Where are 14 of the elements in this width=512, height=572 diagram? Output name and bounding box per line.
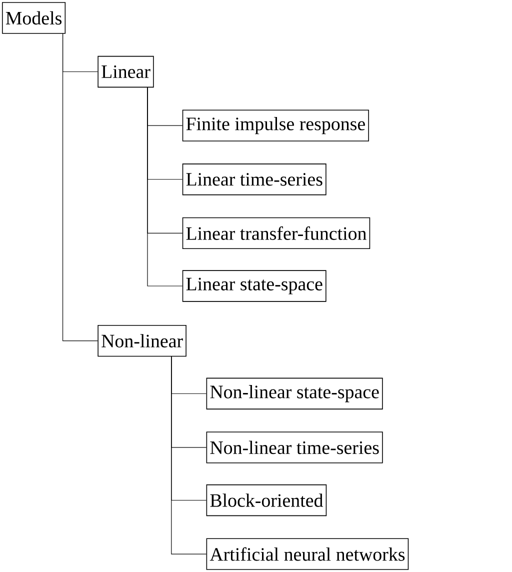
category-box: Artificial neural networks	[206, 538, 409, 570]
category-box: Block-oriented	[206, 484, 327, 516]
category-box: Models	[2, 2, 66, 34]
category-box: Finite impulse response	[182, 110, 369, 142]
tree-connector	[62, 33, 98, 342]
category-box: Linear state-space	[182, 270, 326, 302]
category-box: Linear	[98, 56, 154, 88]
category-box: Linear transfer-function	[182, 217, 370, 250]
category-box: Non-linear	[98, 324, 186, 357]
category-box: Non-linear time-series	[206, 432, 383, 464]
category-box: Non-linear state-space	[206, 378, 383, 410]
tree-connector	[171, 356, 206, 554]
category-box: Linear time-series	[182, 164, 326, 196]
tree-connector	[147, 87, 183, 286]
